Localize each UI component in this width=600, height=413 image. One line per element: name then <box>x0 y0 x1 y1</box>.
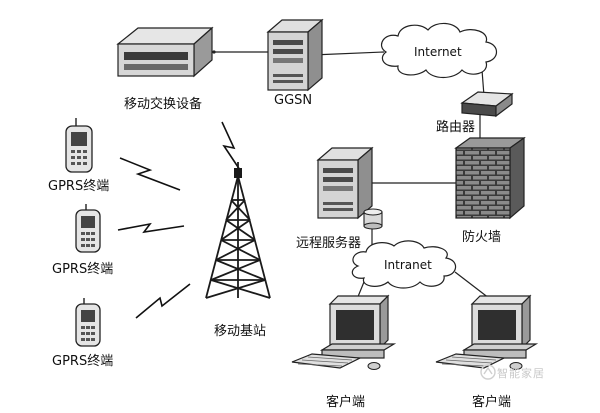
server-tower-icon <box>266 18 324 92</box>
desktop-computer-icon <box>435 294 539 370</box>
intranet-cloud-icon <box>351 240 457 289</box>
ggsn-label: GGSN <box>274 93 313 108</box>
remote-server-label: 远程服务器 <box>296 236 362 251</box>
link-internet-router <box>481 69 485 97</box>
client-label-1: 客户端 <box>326 395 366 410</box>
logo-icon <box>480 364 496 380</box>
cloud-icon <box>381 22 498 79</box>
router-label: 路由器 <box>436 120 476 135</box>
base-station-label: 移动基站 <box>214 324 267 339</box>
lightning-icon <box>117 222 185 234</box>
client-label-2: 客户端 <box>472 395 512 410</box>
internet-label: Internet <box>414 45 462 59</box>
brick-firewall-icon <box>454 136 526 220</box>
cell-tower-icon <box>205 162 271 299</box>
desktop-computer-icon <box>291 294 397 370</box>
lightning-icon <box>221 121 241 171</box>
gprs-terminal-label-1: GPRS终端 <box>48 179 110 194</box>
mobile-phone-icon <box>65 118 93 173</box>
gprs-terminal-label-2: GPRS终端 <box>52 262 114 277</box>
link-ggsn-internet <box>311 51 385 56</box>
mobile-phone-icon <box>75 298 101 347</box>
mobile-phone-icon <box>75 204 101 253</box>
switch-device-label: 移动交换设备 <box>124 97 203 112</box>
wireless-signal-icons <box>117 121 241 319</box>
lightning-icon <box>119 157 181 191</box>
gprs-terminal-label-3: GPRS终端 <box>52 354 114 369</box>
database-icon <box>363 208 383 230</box>
lightning-icon <box>135 283 191 319</box>
switch-device-icon <box>116 26 216 78</box>
firewall-label: 防火墙 <box>462 230 502 245</box>
remote-server-icon <box>316 146 383 230</box>
router-icon <box>460 91 514 118</box>
intranet-label: Intranet <box>384 258 432 272</box>
watermark-text: 智能家居 <box>497 367 545 380</box>
